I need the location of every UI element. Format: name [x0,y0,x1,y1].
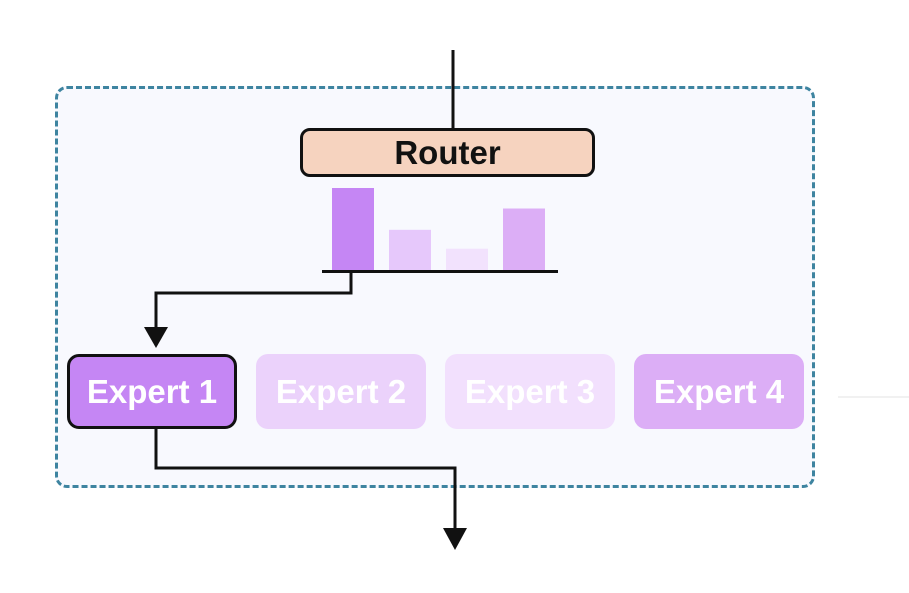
expert-4-label: Expert 4 [653,372,785,410]
router-box: Router [300,128,595,177]
faded-background-line [838,396,909,398]
expert-1-label: Expert 1 [86,372,218,410]
expert-4-box: Expert 4 [634,354,804,429]
output-arrowhead [443,528,467,550]
expert-1-box: Expert 1 [67,354,237,429]
router-label: Router [394,133,501,171]
expert-3-label: Expert 3 [464,372,596,410]
expert-2-box: Expert 2 [256,354,426,429]
expert-2-label: Expert 2 [275,372,407,410]
expert-3-box: Expert 3 [445,354,615,429]
